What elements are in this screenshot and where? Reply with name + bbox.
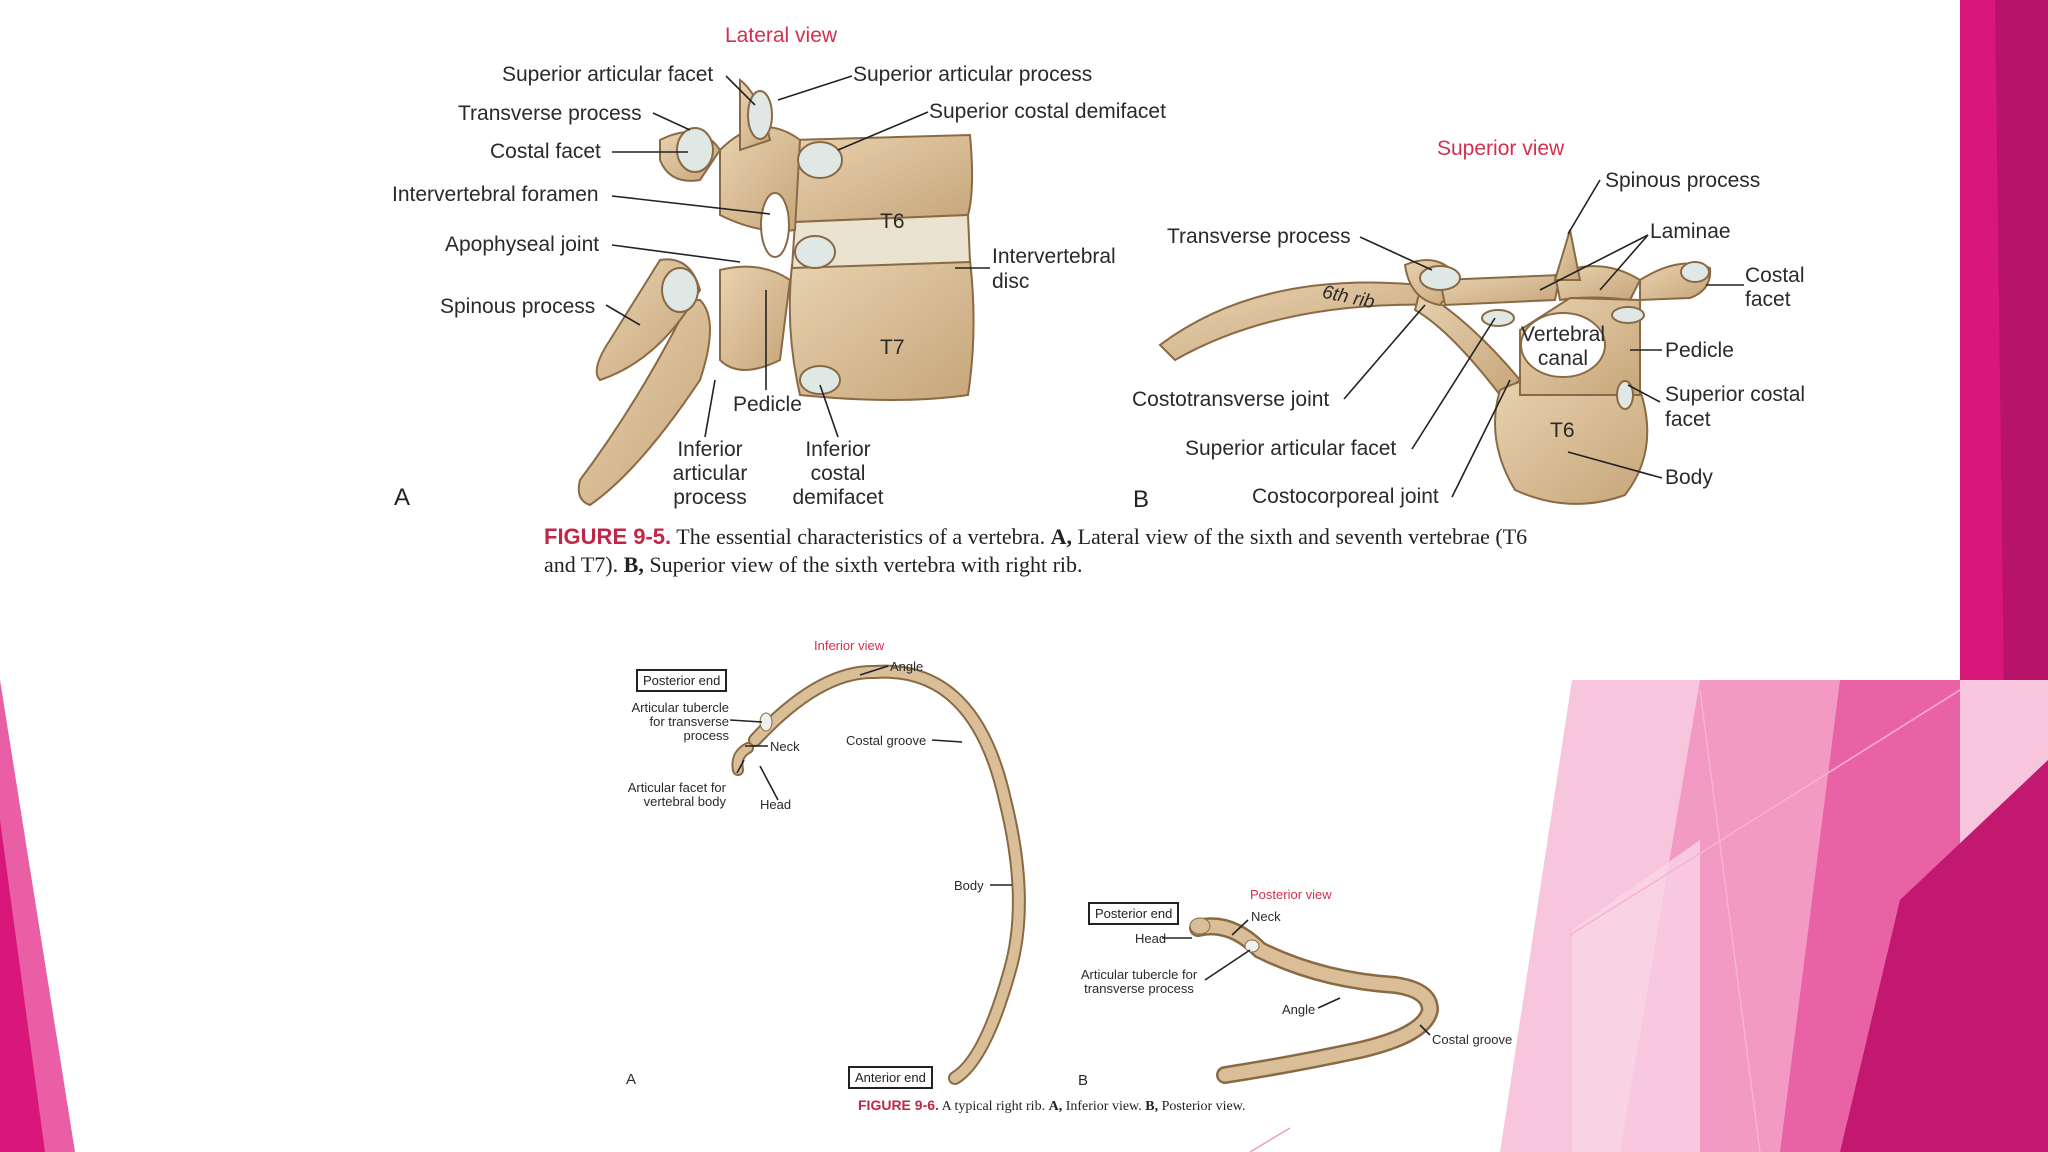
label-intervertebral-disc-line1: Intervertebral [992, 245, 1116, 268]
label-superior-costal-facet-line2: facet [1665, 408, 1711, 431]
caption-9-6-a: A, [1048, 1099, 1063, 1114]
label-t7-lateral: T7 [880, 336, 905, 359]
label-inferior-costal-demifacet-line2: costal [810, 462, 866, 485]
label-neck-b: Neck [1251, 909, 1281, 924]
caption-9-5-rest1: Lateral view of the sixth and seventh ve… [1077, 524, 1528, 549]
caption-9-5-rest2: Superior view of the sixth vertebra with… [649, 552, 1083, 577]
figure-9-5-caption-line2: and T7). B, Superior view of the sixth v… [544, 552, 1083, 578]
label-superior-articular-facet: Superior articular facet [502, 63, 714, 86]
rib-posterior-view-illustration [1189, 917, 1440, 1084]
label-articular-tubercle-b-line2: transverse process [1084, 981, 1194, 996]
label-inferior-costal-demifacet-line3: demifacet [792, 486, 884, 509]
label-articular-tubercle-a-line3: process [683, 728, 729, 743]
label-body-rib-a: Body [954, 878, 984, 893]
label-costal-facet-b-line2: facet [1745, 288, 1791, 311]
caption-9-6-text3: Posterior view. [1161, 1099, 1246, 1114]
caption-9-5-text2: and T7). [544, 552, 619, 577]
figure-9-6-label: FIGURE 9-6. [858, 1097, 939, 1113]
panel-letter-6a: A [626, 1071, 637, 1088]
label-pedicle-b: Pedicle [1665, 339, 1734, 362]
label-inferior-articular-process-line2: articular [672, 462, 748, 485]
rib-inferior-view-illustration [731, 664, 1026, 1085]
label-superior-costal-demifacet: Superior costal demifacet [929, 100, 1166, 123]
caption-9-5-text1: The essential characteristics of a verte… [676, 524, 1046, 549]
posterior-view-title: Posterior view [1250, 887, 1332, 902]
label-head-b: Head [1135, 931, 1167, 946]
superior-view-title: Superior view [1437, 137, 1565, 160]
lateral-vertebrae-illustration [577, 77, 975, 507]
caption-9-5-a: A, [1050, 524, 1073, 549]
box-anterior-end: Anterior end [848, 1066, 933, 1089]
label-angle-b: Angle [1282, 1002, 1316, 1017]
box-posterior-end-a: Posterior end [636, 669, 728, 692]
label-angle-a: Angle [890, 659, 924, 674]
label-spinous-process-a: Spinous process [440, 295, 596, 318]
figure-9-5-caption-line1: FIGURE 9-5. The essential characteristic… [544, 524, 1527, 550]
label-vertebral-canal-line2: canal [1537, 347, 1589, 370]
panel-letter-5a: A [394, 484, 411, 511]
box-posterior-end-b: Posterior end [1088, 902, 1180, 925]
panel-letter-5b: B [1133, 486, 1150, 513]
label-transverse-process-b: Transverse process [1167, 225, 1351, 248]
figure-9-5-label: FIGURE 9-5. [544, 524, 672, 549]
label-intervertebral-disc-line2: disc [992, 270, 1030, 293]
caption-9-6-text1: A typical right rib. [941, 1099, 1046, 1114]
caption-9-6-b: B, [1145, 1099, 1159, 1114]
label-costocorporeal-joint: Costocorporeal joint [1252, 485, 1439, 508]
inferior-view-title: Inferior view [814, 638, 885, 653]
label-inferior-costal-demifacet-line1: Inferior [805, 438, 871, 461]
label-spinous-process-b: Spinous process [1605, 169, 1761, 192]
lateral-view-title: Lateral view [725, 24, 838, 47]
panel-letter-6b: B [1078, 1072, 1089, 1089]
label-costal-groove-a: Costal groove [846, 733, 927, 748]
label-vertebral-canal-line1: Vertebral [1520, 323, 1606, 346]
label-intervertebral-foramen: Intervertebral foramen [392, 183, 599, 206]
label-articular-facet-line2: vertebral body [643, 794, 726, 809]
label-pedicle-a: Pedicle [733, 393, 802, 416]
label-articular-tubercle-b-line1: Articular tubercle for [1080, 967, 1198, 982]
label-costotransverse-joint: Costotransverse joint [1132, 388, 1330, 411]
label-transverse-process-a: Transverse process [458, 102, 642, 125]
superior-vertebra-illustration [1158, 229, 1712, 505]
label-superior-costal-facet-line1: Superior costal [1665, 383, 1806, 406]
figure-9-6-caption: FIGURE 9-6. A typical right rib. A, Infe… [858, 1097, 1245, 1115]
label-inferior-articular-process-line3: process [673, 486, 747, 509]
label-costal-groove-b: Costal groove [1432, 1032, 1513, 1047]
label-t6-superior: T6 [1550, 419, 1575, 442]
label-head-a: Head [760, 797, 792, 812]
label-neck-a: Neck [770, 739, 800, 754]
caption-9-5-b: B, [623, 552, 644, 577]
label-costal-facet-a: Costal facet [490, 140, 601, 163]
label-laminae: Laminae [1650, 220, 1731, 243]
label-inferior-articular-process-line1: Inferior [677, 438, 743, 461]
label-apophyseal-joint: Apophyseal joint [445, 233, 600, 256]
label-superior-articular-facet-b: Superior articular facet [1185, 437, 1397, 460]
label-superior-articular-process: Superior articular process [853, 63, 1093, 86]
label-t6-lateral: T6 [880, 210, 905, 233]
label-articular-facet-line1: Articular facet for [627, 780, 726, 795]
label-articular-tubercle-a-line1: Articular tubercle [631, 700, 729, 715]
leader-lines [605, 75, 1744, 1036]
label-costal-facet-b-line1: Costal [1745, 264, 1805, 287]
label-articular-tubercle-a-line2: for transverse [649, 714, 729, 729]
label-body-b: Body [1665, 466, 1713, 489]
caption-9-6-text2: Inferior view. [1065, 1099, 1142, 1114]
